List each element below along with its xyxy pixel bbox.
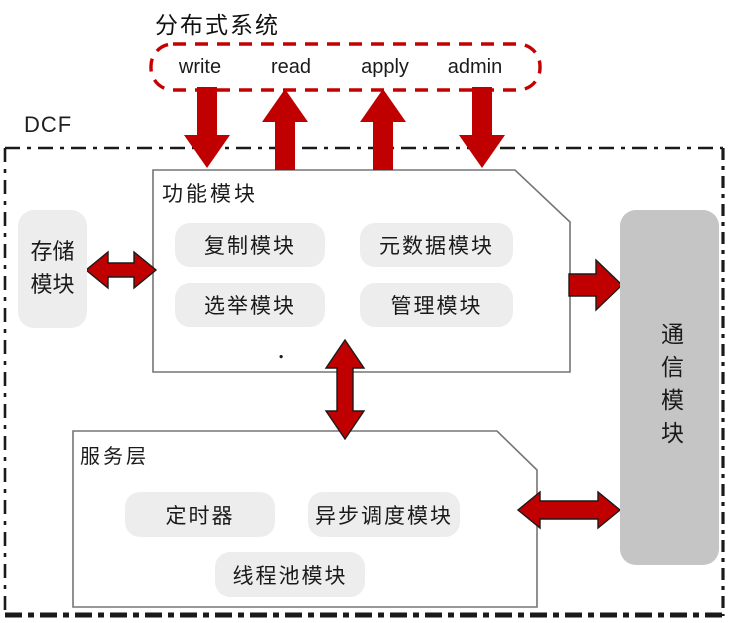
storage-module-label: 存储模块	[30, 240, 75, 298]
distributed-system-dashed-border	[149, 42, 542, 92]
arrow-write-down	[184, 87, 230, 168]
arrow-read-up	[262, 89, 308, 170]
dcf-label: DCF	[24, 112, 73, 137]
chip-async-scheduler-module: 异步调度模块	[308, 492, 460, 537]
chip-management-module: 管理模块	[360, 283, 513, 327]
op-label-write: write	[178, 56, 222, 78]
chip-replication-module: 复制模块	[175, 223, 325, 267]
function-module-label: 功能模块	[162, 182, 258, 206]
service-layer-outline	[72, 430, 538, 608]
op-label-apply: apply	[361, 56, 409, 78]
arrow-service-comm	[516, 490, 622, 530]
chip-metadata-module: 元数据模块	[360, 223, 513, 267]
stray-dot: .	[278, 342, 285, 363]
arrow-storage-function	[84, 250, 158, 290]
communication-module-box: 通信模块	[620, 210, 719, 565]
storage-module-box: 存储模块	[18, 210, 87, 328]
arrow-admin-down	[459, 87, 505, 168]
chip-timer: 定时器	[125, 492, 275, 537]
distributed-system-title: 分布式系统	[155, 13, 280, 39]
op-label-read: read	[270, 56, 312, 78]
arrow-apply-up	[360, 89, 406, 170]
chip-election-module: 选举模块	[175, 283, 325, 327]
service-layer-label: 服务层	[80, 444, 149, 468]
op-label-admin: admin	[447, 56, 503, 78]
arrow-function-comm	[568, 258, 624, 312]
chip-thread-pool-module: 线程池模块	[215, 552, 365, 597]
communication-module-label: 通信模块	[656, 321, 683, 454]
arrow-function-service	[324, 338, 366, 441]
